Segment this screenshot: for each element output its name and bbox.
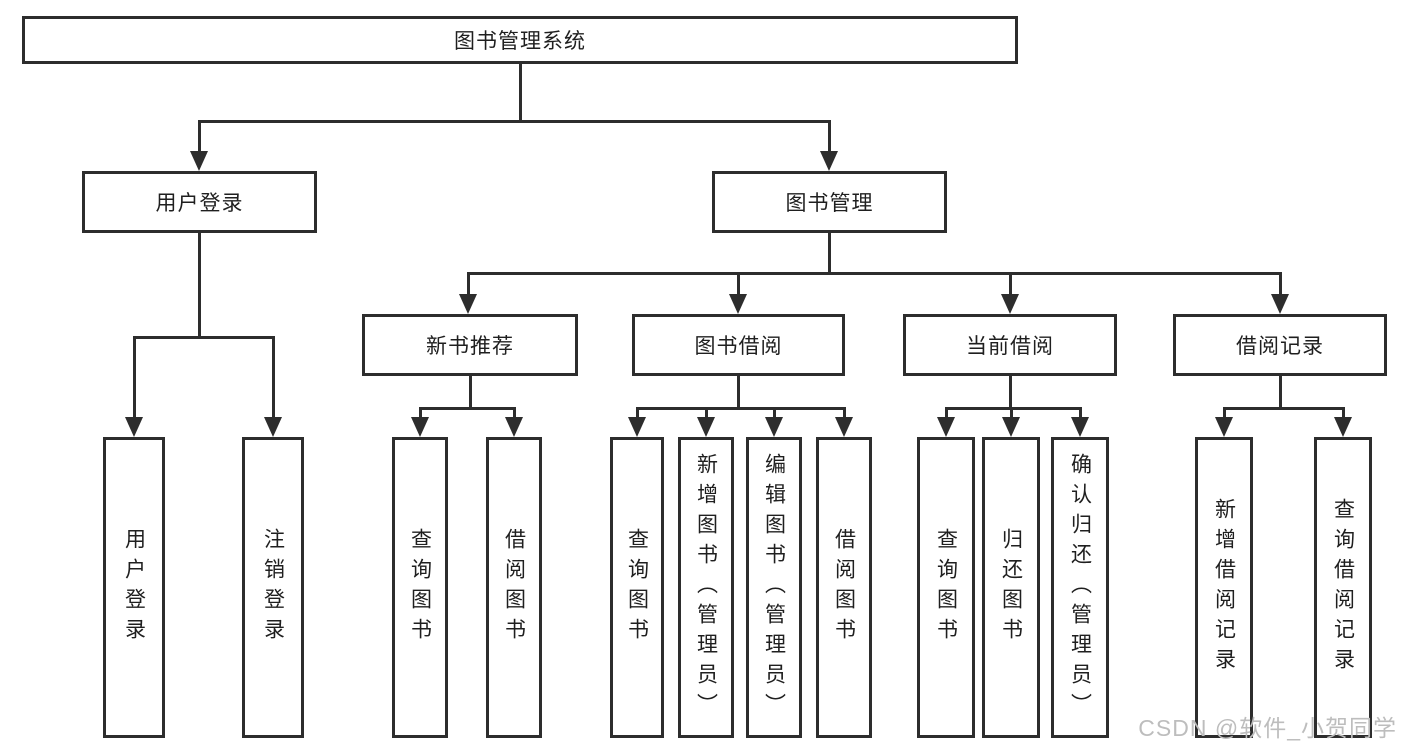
connector-line [827,233,831,272]
node-label: 确认归还（管理员） [1068,452,1092,723]
node-borrowing-records: 借阅记录 [1173,314,1387,376]
arrow-down-icon [820,151,838,171]
arrow-down-icon [459,294,477,314]
node-label: 编辑图书（管理员） [762,452,786,723]
node-leaf-add-borrow-record: 新增借阅记录 [1195,437,1253,738]
connector-line [736,272,740,294]
connector-line [466,272,470,294]
node-leaf-logout: 注销登录 [242,437,304,738]
connector-line [1222,407,1345,410]
node-user-login: 用户登录 [82,171,317,233]
node-label: 图书管理系统 [454,30,586,53]
connector-line [197,120,201,151]
node-leaf-query-borrow-record: 查询借阅记录 [1314,437,1372,738]
node-new-book-recommendation: 新书推荐 [362,314,578,376]
arrow-down-icon [1001,294,1019,314]
arrow-down-icon [1215,417,1233,437]
connector-line [736,376,740,407]
connector-line [842,407,846,417]
arrow-down-icon [1002,417,1020,437]
node-leaf-user-login: 用户登录 [103,437,165,738]
connector-line [704,407,708,417]
connector-line [418,407,422,417]
node-label: 注销登录 [261,527,285,648]
connector-line [468,376,472,407]
connector-line [1008,272,1012,294]
arrow-down-icon [1334,417,1352,437]
node-label: 借阅图书 [502,527,526,648]
connector-line [271,336,275,417]
arrow-down-icon [628,417,646,437]
node-leaf-query-books-recommend: 查询图书 [392,437,448,738]
node-label: 归还图书 [999,527,1023,648]
arrow-down-icon [937,417,955,437]
node-label: 当前借阅 [966,335,1054,358]
connector-line [1008,376,1012,407]
node-label: 新增借阅记录 [1212,497,1236,678]
connector-line [512,407,516,417]
node-book-management: 图书管理 [712,171,947,233]
connector-line [197,233,201,336]
node-label: 新书推荐 [426,335,514,358]
node-book-borrowing: 图书借阅 [632,314,845,376]
node-leaf-borrow-books-recommend: 借阅图书 [486,437,542,738]
connector-line [944,407,948,417]
node-label: 图书管理 [785,192,874,215]
arrow-down-icon [264,417,282,437]
node-label: 查询图书 [934,527,958,648]
connector-line [1278,272,1282,294]
node-label: 新增图书（管理员） [694,452,718,723]
node-label: 图书借阅 [694,335,783,358]
connector-line [132,336,136,417]
node-label: 用户登录 [122,527,146,648]
connector-line [944,407,1082,410]
node-leaf-borrow-books: 借阅图书 [816,437,872,738]
arrow-down-icon [411,417,429,437]
connector-line [132,336,274,339]
connector-line [1222,407,1226,417]
node-current-borrowing: 当前借阅 [903,314,1117,376]
connector-line [772,407,776,417]
arrow-down-icon [765,417,783,437]
node-label: 用户登录 [155,192,244,215]
connector-line [418,407,516,410]
node-leaf-confirm-return-admin: 确认归还（管理员） [1051,437,1109,738]
node-label: 借阅图书 [832,527,856,648]
connector-line [466,272,1282,275]
node-leaf-query-books-current: 查询图书 [917,437,975,738]
connector-line [635,407,846,410]
arrow-down-icon [505,417,523,437]
connector-line [1278,376,1282,407]
node-leaf-add-book-admin: 新增图书（管理员） [678,437,734,738]
connector-line [1078,407,1082,417]
node-label: 查询图书 [625,527,649,648]
connector-line [518,64,522,120]
arrow-down-icon [190,151,208,171]
node-leaf-query-books-borrowing: 查询图书 [610,437,664,738]
node-leaf-edit-book-admin: 编辑图书（管理员） [746,437,802,738]
csdn-watermark: CSDN @软件_小贺同学 [1138,715,1397,741]
arrow-down-icon [125,417,143,437]
arrow-down-icon [1271,294,1289,314]
connector-line [1009,407,1013,417]
arrow-down-icon [729,294,747,314]
arrow-down-icon [835,417,853,437]
connector-line [827,120,831,151]
connector-line [1341,407,1345,417]
node-label: 查询图书 [408,527,432,648]
node-label: 借阅记录 [1236,335,1324,358]
connector-line [635,407,639,417]
connector-line [197,120,831,123]
node-label: 查询借阅记录 [1331,497,1355,678]
node-leaf-return-book: 归还图书 [982,437,1040,738]
arrow-down-icon [1071,417,1089,437]
arrow-down-icon [697,417,715,437]
node-library-system: 图书管理系统 [22,16,1018,64]
